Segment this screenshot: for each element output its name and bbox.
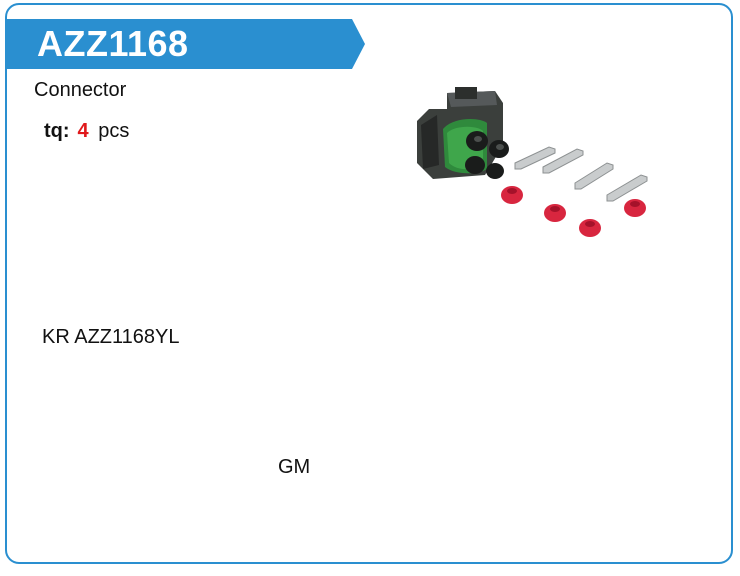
- wire-seals: [501, 186, 646, 237]
- product-card: AZZ1168 Connector tq:4 pcs KR AZZ1168YL …: [5, 3, 733, 564]
- title-banner: AZZ1168: [7, 19, 365, 69]
- quantity-row: tq: 4 pcs: [44, 119, 129, 143]
- product-type: Connector: [34, 79, 127, 101]
- quantity-unit: pcs: [98, 120, 130, 142]
- connector-kit-photo: [417, 87, 648, 237]
- quantity-label: tq:: [44, 120, 70, 142]
- banner-shape: [7, 19, 365, 69]
- terminal-pins: [514, 146, 648, 202]
- quantity-value: 4: [77, 120, 89, 142]
- product-title: AZZ1168: [37, 23, 189, 64]
- part-code: KR AZZ1168YL: [42, 326, 180, 348]
- brand-name: GM: [278, 456, 311, 478]
- connector-housing: [417, 87, 509, 179]
